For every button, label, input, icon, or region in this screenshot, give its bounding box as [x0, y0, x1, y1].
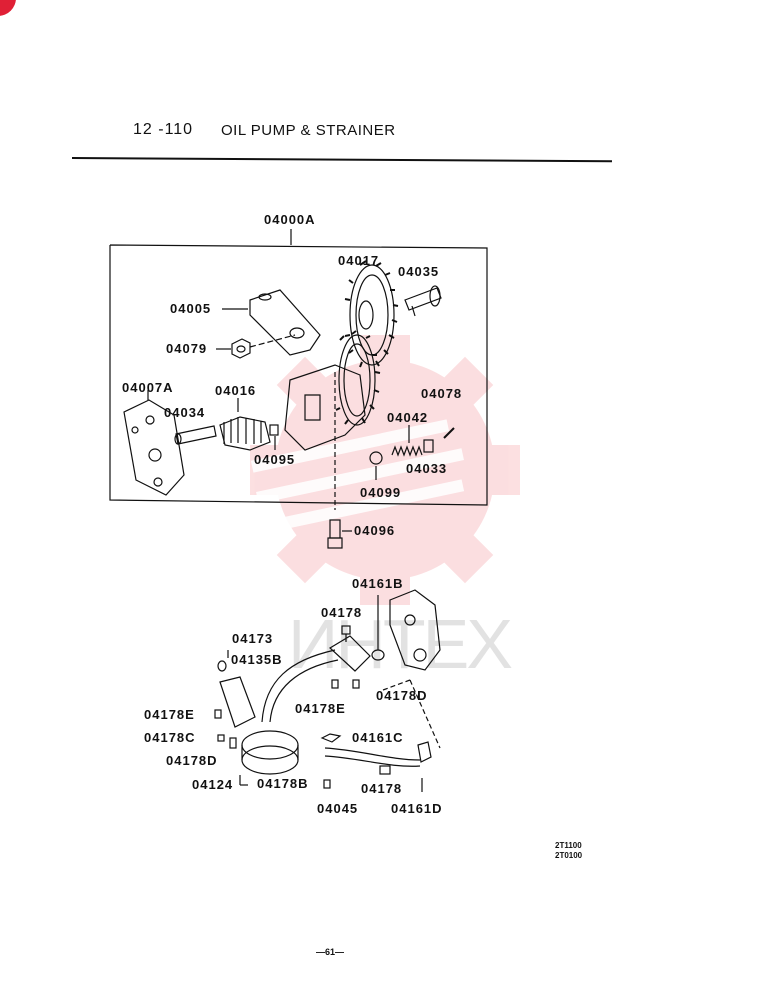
label-04178-top: 04178 [321, 605, 363, 620]
label-04079: 04079 [166, 341, 208, 356]
label-04034: 04034 [164, 405, 206, 420]
label-04045: 04045 [317, 801, 359, 816]
label-04178C: 04178C [144, 730, 196, 745]
pin-04078-icon [443, 427, 455, 439]
label-04161D: 04161D [391, 801, 443, 816]
label-04178D-left: 04178D [166, 753, 218, 768]
oil-pipe-04045-icon [261, 635, 421, 767]
bolt-04178C-icon [217, 734, 225, 742]
label-04016: 04016 [215, 383, 257, 398]
label-04161B: 04161B [352, 576, 404, 591]
page-number: —61— [316, 947, 345, 957]
label-04035: 04035 [398, 264, 440, 279]
label-04178-bottom: 04178 [361, 781, 403, 796]
label-04135B: 04135B [231, 652, 283, 667]
bracket-04005-icon [249, 289, 321, 356]
bolt-04178B-icon [323, 779, 331, 789]
label-04178B: 04178B [257, 776, 309, 791]
strainer-04124-icon [241, 730, 299, 775]
bolt-04096-icon [327, 519, 343, 549]
bolt-04178E-icon [331, 679, 339, 689]
gear-04016-icon [219, 416, 271, 451]
gasket-04161C-icon [320, 733, 342, 743]
label-04124: 04124 [192, 777, 234, 792]
bolt-04178D-left-icon [229, 737, 237, 749]
label-04178E-mid: 04178E [295, 701, 346, 716]
label-04095: 04095 [254, 452, 296, 467]
ball-04099-icon [369, 451, 383, 465]
bolt-04178D-icon [352, 679, 360, 689]
label-04078: 04078 [421, 386, 463, 401]
plug-04033-icon [423, 439, 434, 453]
shaft-04034-icon [174, 425, 217, 445]
label-04007A: 04007A [122, 380, 174, 395]
strainer-bracket-04161B-icon [389, 589, 441, 671]
pump-housing-icon [284, 330, 381, 451]
label-04017: 04017 [338, 253, 380, 268]
gasket-04161D-icon [417, 741, 432, 763]
gear-04017-icon [344, 260, 399, 368]
pin-04095-icon [269, 424, 279, 436]
nut-04173-icon [217, 660, 227, 672]
label-04042: 04042 [387, 410, 429, 425]
watermark-text: ИНТЕХ [288, 605, 513, 683]
label-04178E-left: 04178E [144, 707, 195, 722]
spring-04042-icon [391, 445, 423, 457]
reference-code: 2T1100 [555, 841, 582, 850]
label-04096: 04096 [354, 523, 396, 538]
label-04178D-right: 04178D [376, 688, 428, 703]
section-title: OIL PUMP & STRAINER [221, 122, 396, 139]
reference-code: 2T0100 [555, 851, 583, 860]
reference-codes: 2T1100 2T0100 [555, 841, 582, 861]
nut-04079-icon [231, 338, 251, 359]
label-04099: 04099 [360, 485, 402, 500]
label-04000A: 04000A [264, 212, 316, 227]
label-04161C: 04161C [352, 730, 404, 745]
assembly-box [109, 244, 488, 506]
shaft-04035-icon [404, 285, 442, 317]
label-04173: 04173 [232, 631, 274, 646]
bracket-04135B-icon [219, 676, 256, 728]
bolt-04178-bottom-icon [379, 765, 391, 775]
section-code: 12 -110 [133, 121, 194, 138]
bolt-04178E-left-icon [214, 709, 222, 719]
gasket-04161B-icon [371, 649, 385, 661]
label-04033: 04033 [406, 461, 448, 476]
label-04005: 04005 [170, 301, 212, 316]
cover-04007A-icon [123, 399, 185, 496]
